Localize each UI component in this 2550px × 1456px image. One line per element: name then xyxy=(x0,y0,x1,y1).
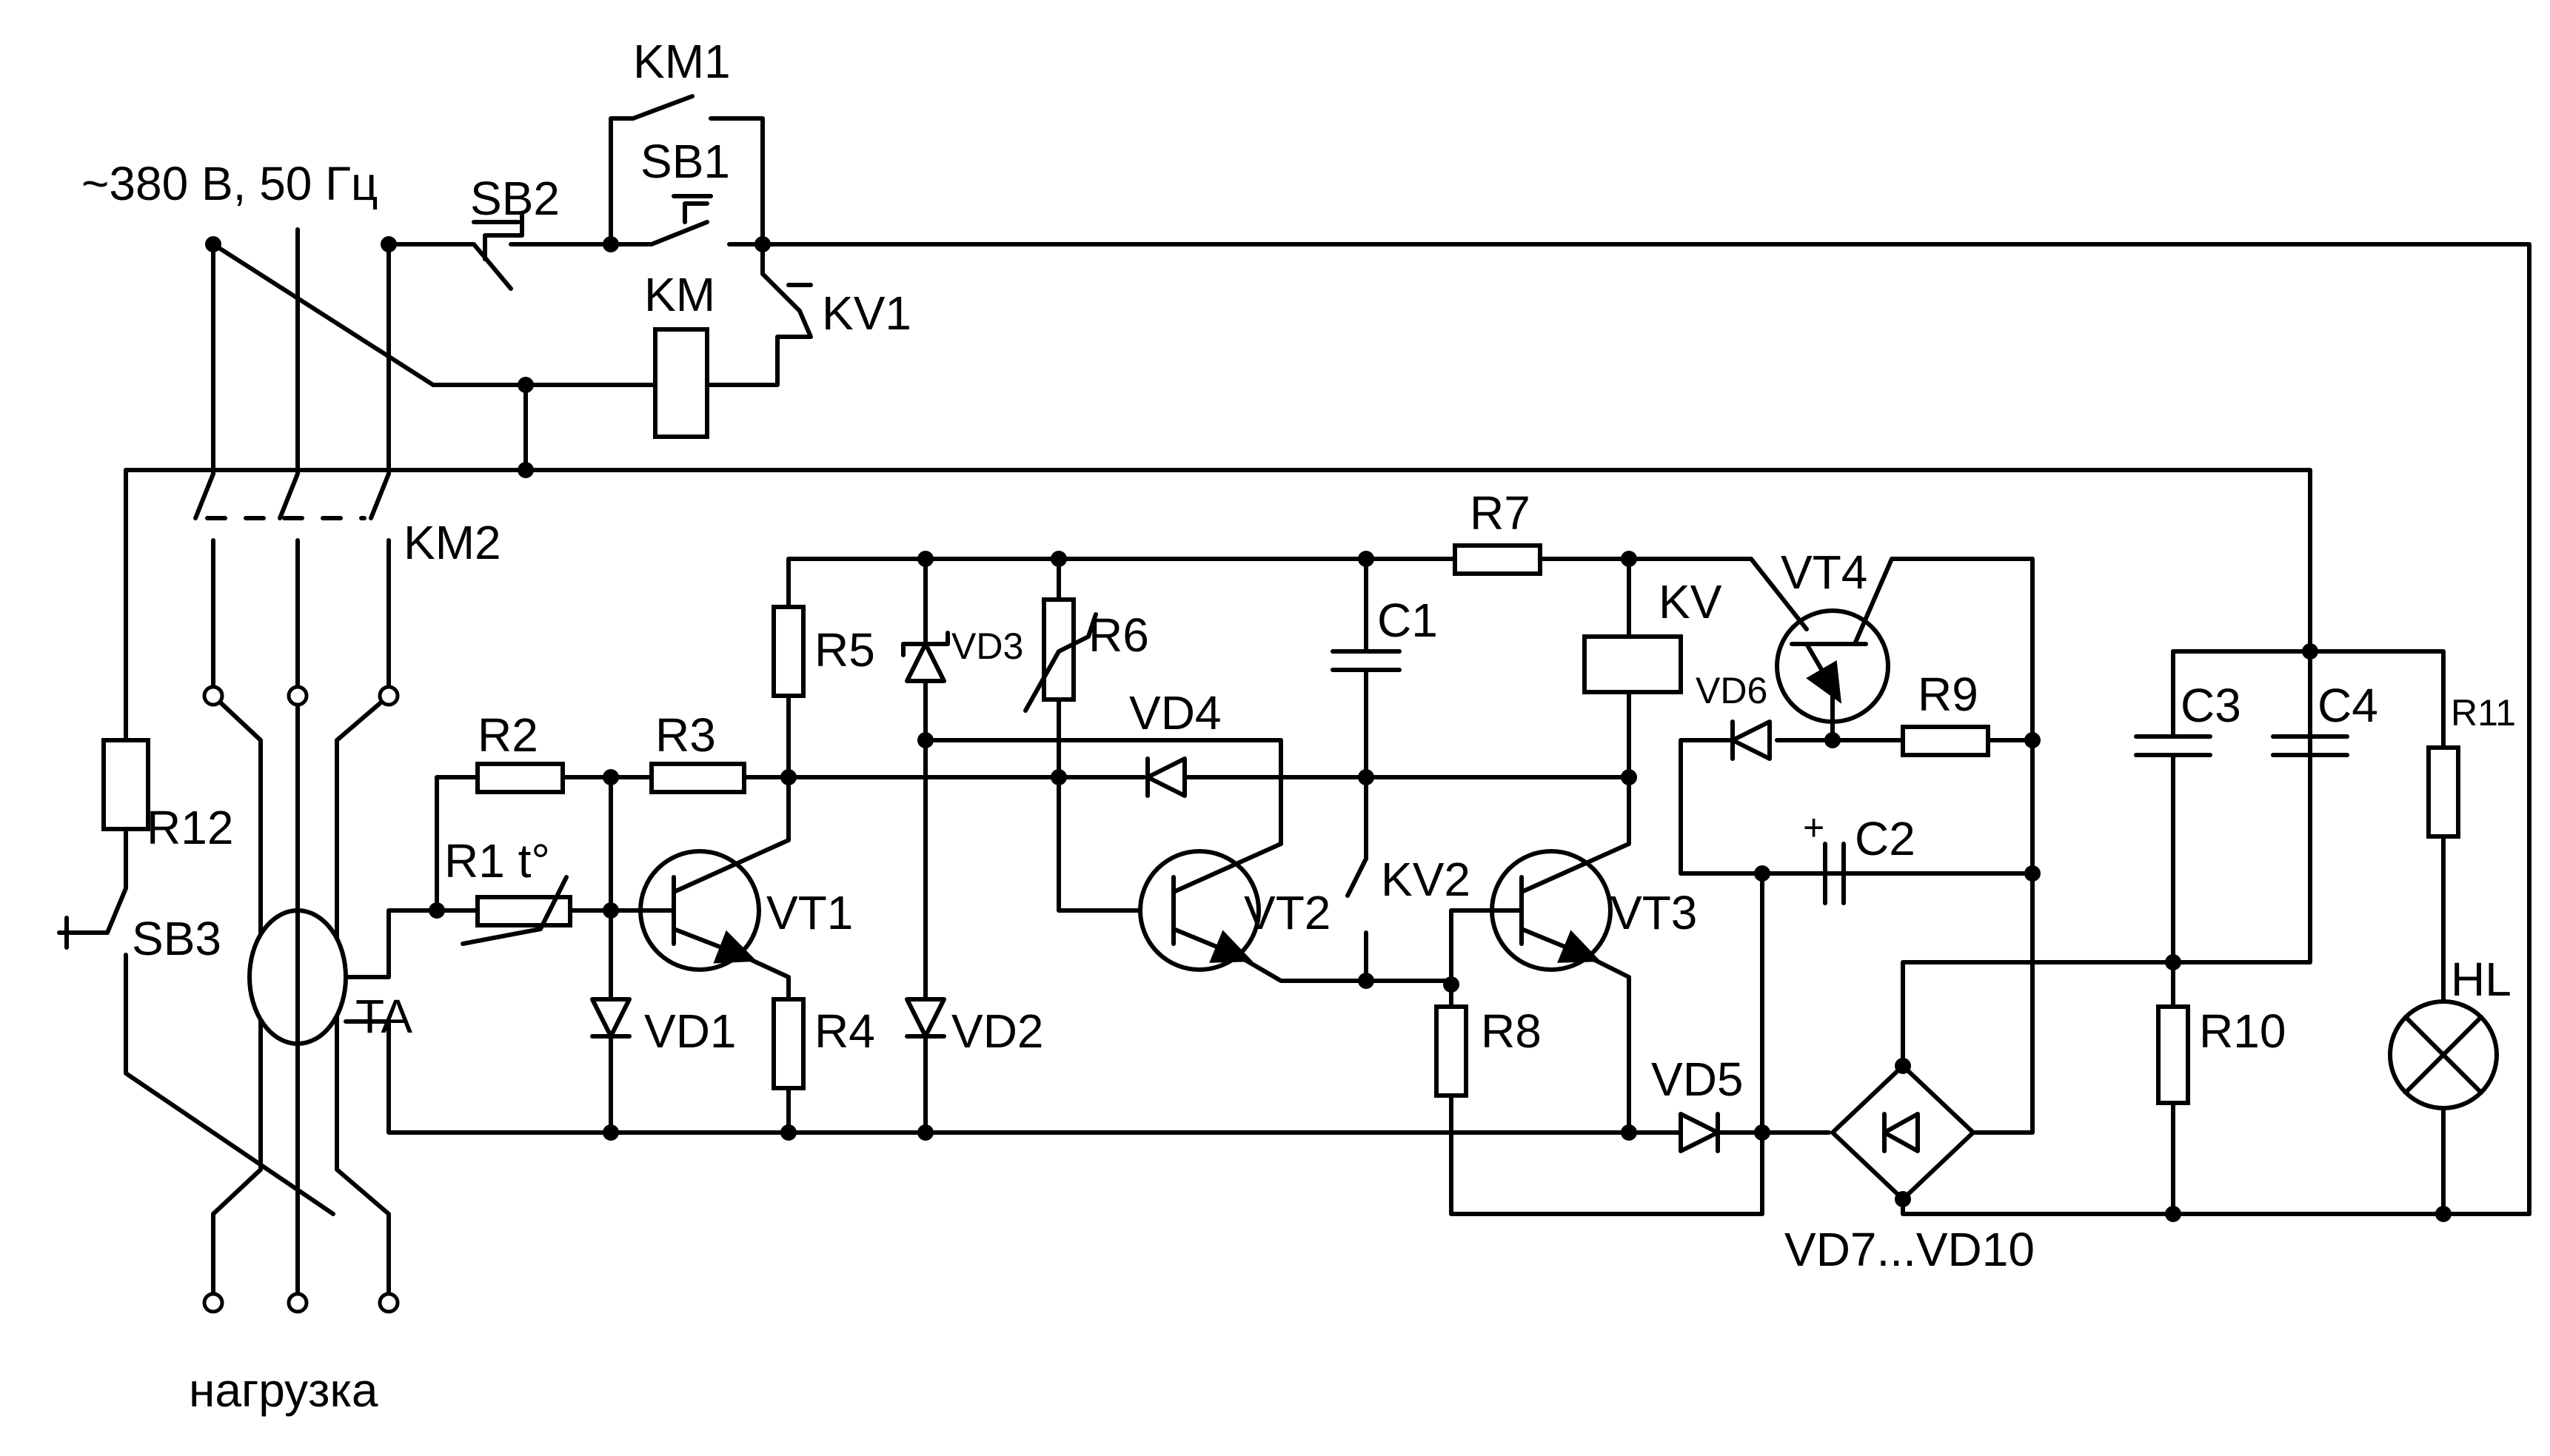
label-kv1: KV1 xyxy=(822,286,911,340)
label-vd3: VD3 xyxy=(951,625,1023,667)
label-r8: R8 xyxy=(1481,1004,1542,1058)
label-vd4: VD4 xyxy=(1129,686,1222,739)
label-c4: C4 xyxy=(2318,679,2378,732)
label-c2: C2 xyxy=(1855,812,1915,865)
label-vt1: VT1 xyxy=(766,886,853,939)
label-r7: R7 xyxy=(1470,486,1530,540)
label-km2: KM2 xyxy=(404,516,501,569)
label-c1: C1 xyxy=(1377,594,1438,647)
zener-network xyxy=(901,551,1283,1141)
label-r12: R12 xyxy=(147,801,233,854)
label-r6: R6 xyxy=(1088,608,1149,662)
label-r11: R11 xyxy=(2451,692,2516,734)
label-vt2: VT2 xyxy=(1244,886,1331,939)
label-r2: R2 xyxy=(478,708,538,762)
label-r5: R5 xyxy=(814,623,875,677)
r11-hl xyxy=(2308,649,2499,1222)
transistor-vt2 xyxy=(1138,842,1374,989)
load-label: нагрузка xyxy=(189,1363,378,1417)
label-vt3: VT3 xyxy=(1610,886,1697,939)
label-sb2: SB2 xyxy=(470,172,560,225)
c1-kv2 xyxy=(1331,551,1402,983)
label-vt4: VT4 xyxy=(1781,546,1867,599)
labels: ~380 В, 50 Гц KM1 SB1 SB2 KM KV1 KM2 R12… xyxy=(81,35,2516,1417)
label-hl: HL xyxy=(2451,953,2511,1006)
label-r1: R1 t° xyxy=(444,834,550,888)
transistor-vt1 xyxy=(609,557,1631,1141)
label-r4: R4 xyxy=(814,1004,875,1058)
current-transformer-ta xyxy=(247,871,1764,1135)
label-r9: R9 xyxy=(1918,668,1978,721)
label-sb3: SB3 xyxy=(132,912,221,965)
vd6-r9-c2 xyxy=(1679,719,2041,1135)
label-vd6: VD6 xyxy=(1696,670,1767,711)
label-ta: TA xyxy=(355,990,412,1043)
control-nodes xyxy=(518,236,771,393)
label-c3: C3 xyxy=(2181,679,2241,732)
input-network xyxy=(429,762,791,1141)
label-kv: KV xyxy=(1659,575,1722,628)
label-sb1: SB1 xyxy=(640,135,730,188)
label-km: KM xyxy=(644,268,715,321)
diode-bridge xyxy=(1830,664,2531,1216)
label-r3: R3 xyxy=(655,708,716,762)
relay-kv-vt3 xyxy=(1364,557,1764,1216)
label-vd7-vd10: VD7...VD10 xyxy=(1784,1223,2035,1276)
control-circuit xyxy=(211,94,2531,1216)
common-rail xyxy=(57,462,2312,1216)
diode-vd5 xyxy=(1679,1112,1831,1153)
supply-label: ~380 В, 50 Гц xyxy=(81,157,378,210)
label-r10: R10 xyxy=(2199,1004,2286,1058)
resistor-r7 xyxy=(1453,543,1637,576)
label-vd2: VD2 xyxy=(951,1004,1044,1058)
label-km1: KM1 xyxy=(633,35,731,88)
c2-plus-sign: + xyxy=(1803,807,1824,848)
label-vd1: VD1 xyxy=(644,1004,737,1058)
load-terminals xyxy=(202,1292,400,1314)
label-vd5: VD5 xyxy=(1651,1053,1744,1106)
label-kv2: KV2 xyxy=(1381,853,1470,906)
transistor-vt4 xyxy=(1627,557,2035,1113)
diode-vd4 xyxy=(786,756,1637,798)
c3-c4-r10 xyxy=(2134,643,2349,1222)
